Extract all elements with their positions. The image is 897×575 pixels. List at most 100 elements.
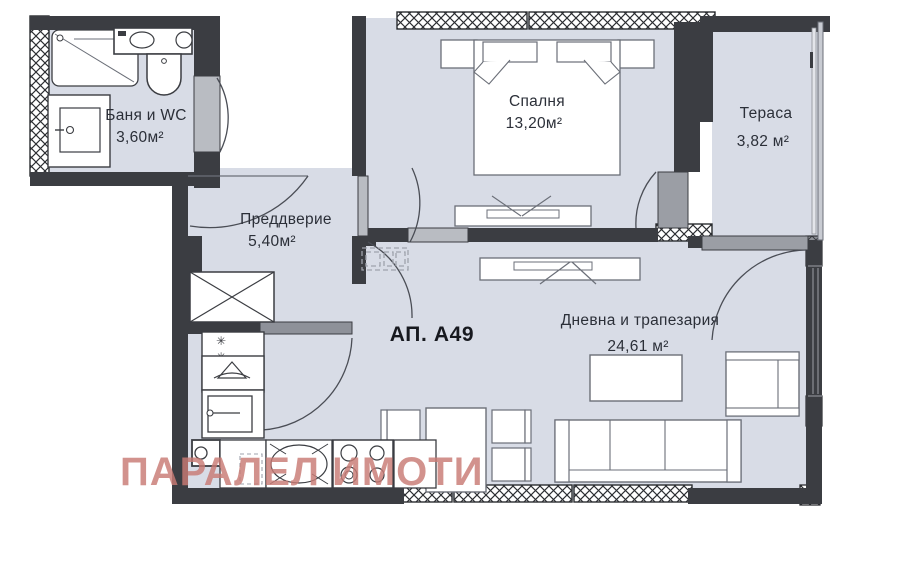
wall-hall-living bbox=[352, 236, 366, 284]
seating-group bbox=[554, 351, 800, 483]
nightstand-left bbox=[440, 39, 478, 69]
closet-seg-3 bbox=[395, 251, 406, 267]
basin-secondary bbox=[175, 31, 193, 49]
wall-living-top-left bbox=[366, 236, 376, 246]
wall-bath-top bbox=[30, 16, 220, 30]
wall-bottom-left bbox=[172, 488, 404, 504]
wall-terrace-left-upper bbox=[700, 26, 713, 122]
apartment-label: АП. А49 bbox=[390, 323, 474, 346]
bath-cabinet-knob bbox=[65, 125, 75, 135]
living-tv-console bbox=[479, 257, 641, 285]
tv-console-arrows bbox=[539, 261, 597, 285]
railing-post bbox=[810, 52, 813, 68]
room-label-hallway-area: 5,40м² bbox=[248, 233, 296, 250]
dining-chair-left-1-back bbox=[380, 409, 388, 444]
door-swings bbox=[188, 77, 807, 431]
hob-burner-2 bbox=[369, 445, 385, 461]
armchair-back bbox=[725, 351, 800, 361]
bedroom-console-arrows bbox=[491, 195, 552, 217]
room-label-bathroom-area: 3,60м² bbox=[116, 129, 164, 146]
duvet-fold-right bbox=[583, 59, 621, 85]
washbasin bbox=[129, 31, 155, 49]
refrigerator-icon: ✳ bbox=[216, 334, 226, 348]
swing-living-terrace bbox=[711, 249, 807, 341]
swing-hall-living bbox=[367, 241, 413, 319]
kitchen-round-unit bbox=[270, 444, 328, 484]
watermark: ПАРАЛЕЛ ИМОТИ bbox=[120, 450, 483, 494]
dining-chair-right-2-back bbox=[524, 447, 532, 482]
dining-chair-right-1 bbox=[491, 409, 526, 444]
swing-bathroom bbox=[216, 77, 229, 153]
door-opening-bedroom bbox=[407, 227, 469, 243]
closet-outline bbox=[361, 247, 409, 271]
wall-exterior-left bbox=[29, 15, 50, 177]
wall-bedroom-bottom-left bbox=[366, 228, 408, 242]
sink-tap bbox=[206, 409, 214, 417]
room-label-living-name: Дневна и трапезария bbox=[561, 312, 719, 329]
wardrobe-cross-2 bbox=[189, 271, 275, 323]
room-label-living-area: 24,61 м² bbox=[607, 338, 668, 355]
closet-seg-1 bbox=[365, 251, 381, 267]
armchair-front bbox=[725, 407, 800, 417]
duvet-fold-left bbox=[473, 59, 511, 85]
swing-kitchen bbox=[261, 337, 353, 431]
shower-drain bbox=[56, 34, 64, 42]
pillow-right bbox=[556, 41, 612, 63]
bedroom-console-drawer bbox=[486, 209, 560, 219]
room-label-bedroom-area: 13,20м² bbox=[506, 115, 563, 132]
kitchen-cabinet-1 bbox=[219, 439, 267, 489]
hob-burner-1 bbox=[340, 444, 358, 462]
faucet-icon bbox=[118, 31, 126, 36]
dining-chair-right-1-back bbox=[524, 409, 532, 444]
room-label-hallway-name: Преддверие bbox=[240, 211, 332, 228]
coffee-table bbox=[589, 354, 683, 402]
door-opening-bathroom bbox=[193, 75, 221, 153]
room-label-bedroom-name: Спалня bbox=[509, 93, 565, 110]
wall-window-bedroom-1 bbox=[396, 11, 528, 30]
wall-terrace-top bbox=[700, 16, 830, 32]
room-label-bathroom-name: Баня и WC bbox=[105, 107, 187, 124]
hob-burner-4 bbox=[369, 467, 385, 483]
wall-bath-bottom bbox=[30, 172, 194, 186]
washing-machine-drum bbox=[194, 446, 208, 460]
terrace-railing bbox=[810, 21, 824, 241]
bathroom-fixtures bbox=[47, 27, 193, 168]
dining-chair-left-1 bbox=[386, 409, 421, 444]
nightstand-right bbox=[617, 39, 655, 69]
extractor-hood-arc bbox=[213, 372, 251, 379]
wall-living-right bbox=[806, 240, 822, 490]
wall-bedroom-terrace bbox=[688, 22, 700, 172]
toilet bbox=[146, 53, 182, 96]
wall-bedroom-right bbox=[674, 22, 688, 172]
wall-hall-bottom bbox=[186, 322, 260, 334]
sink-basin bbox=[207, 395, 253, 433]
swing-entry bbox=[189, 175, 309, 229]
wall-hall-left bbox=[172, 172, 188, 502]
structural-walls bbox=[30, 16, 830, 504]
wall-bath-right-top bbox=[194, 16, 220, 76]
floor-terrace bbox=[712, 22, 820, 240]
hallway-wardrobe bbox=[189, 271, 275, 323]
sofa-arm-left bbox=[554, 419, 570, 483]
pillow-left bbox=[482, 41, 538, 63]
door-opening-hall-living bbox=[357, 175, 369, 237]
wall-bath-right-bottom bbox=[194, 152, 220, 188]
door-openings bbox=[193, 75, 809, 335]
wall-bottom-right bbox=[688, 488, 822, 504]
door-opening-living-terrace bbox=[701, 235, 809, 251]
room-label-terrace-name: Тераса bbox=[740, 105, 793, 122]
swing-bedroom bbox=[409, 167, 421, 243]
closet-seg-2 bbox=[383, 251, 394, 267]
dining-chair-right-2 bbox=[491, 447, 526, 482]
toilet-flush bbox=[161, 58, 167, 64]
tv-console-drawer bbox=[513, 261, 593, 271]
kitchen-cabinet-dashed bbox=[239, 453, 263, 485]
wall-bedroom-bottom-mid bbox=[468, 228, 658, 242]
kitchen-cabinet-3 bbox=[393, 439, 437, 489]
glazing-living-right bbox=[808, 265, 822, 397]
room-label-terrace-area: 3,82 м² bbox=[737, 133, 789, 150]
railing-inner bbox=[811, 27, 817, 235]
room-labels: Баня и WC 3,60м² Преддверие 5,40м² Спалн… bbox=[105, 93, 792, 355]
built-in-closet bbox=[361, 247, 409, 271]
